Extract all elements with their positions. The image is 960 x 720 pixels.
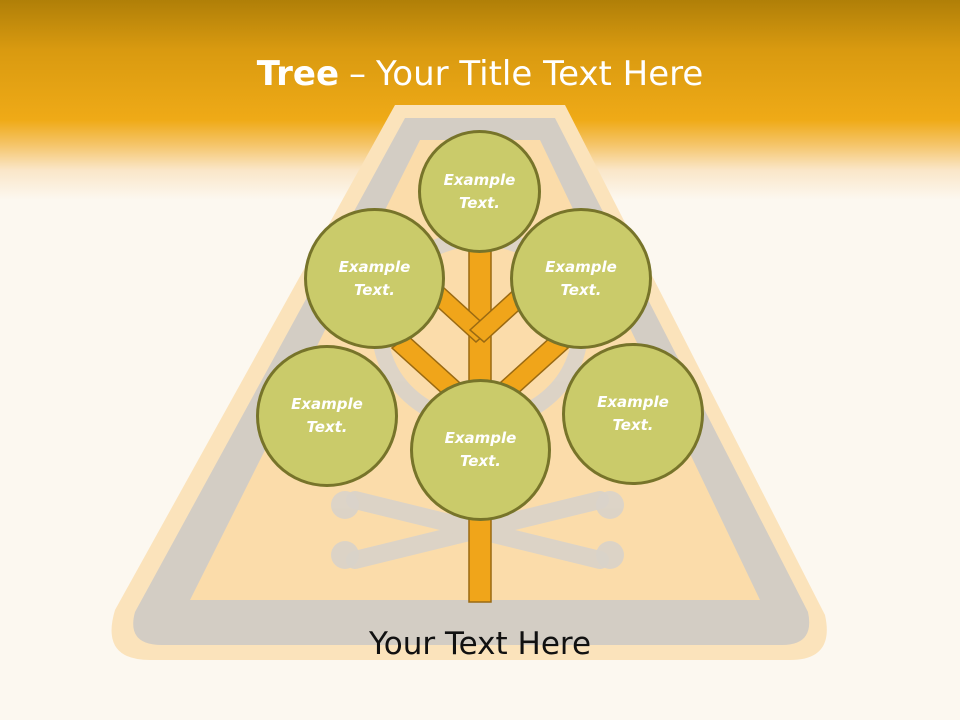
tree-node-top: Example Text.: [418, 130, 541, 253]
title-separator: –: [349, 54, 367, 94]
slide-title: Tree–Your Title Text Here: [0, 52, 960, 96]
tree-node-lower-left: Example Text.: [256, 345, 398, 487]
tree-node-upper-left: Example Text.: [304, 208, 445, 349]
footer-text: Your Text Here: [368, 626, 592, 662]
tree-node-center: Example Text.: [410, 379, 551, 521]
title-bold: Tree: [256, 54, 340, 94]
title-rest: Your Title Text Here: [376, 54, 704, 94]
tree-node-upper-right: Example Text.: [510, 208, 652, 349]
tree-node-lower-right: Example Text.: [562, 343, 704, 485]
